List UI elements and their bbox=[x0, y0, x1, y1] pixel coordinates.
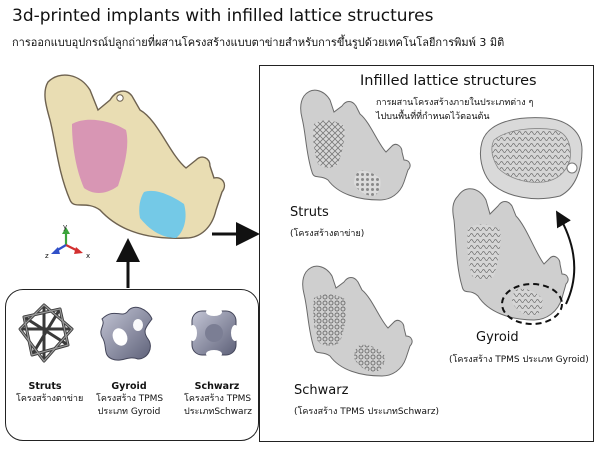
foramen bbox=[116, 94, 124, 102]
unit-cell-gyroid-name: Gyroid bbox=[111, 381, 147, 392]
gyroid-highlight bbox=[501, 283, 563, 325]
unit-cell-schwarz-desc-1: โครงสร้าง TPMS bbox=[184, 394, 252, 404]
unit-cell-schwarz-icon bbox=[189, 308, 239, 358]
mandible-bone bbox=[44, 74, 226, 239]
unit-cell-schwarz-name: Schwarz bbox=[194, 381, 240, 392]
design-region-blue bbox=[139, 190, 186, 238]
mandible-design-figure bbox=[44, 74, 226, 254]
unit-cell-struts-name: Struts bbox=[28, 381, 62, 392]
unit-cell-struts-desc: โครงสร้างตาข่าย bbox=[16, 394, 84, 404]
unit-cell-struts-icon bbox=[18, 303, 74, 363]
infill-panel-title: Infilled lattice structures bbox=[360, 73, 537, 89]
unit-cell-gyroid-desc-2: ประเภท Gyroid bbox=[97, 407, 161, 417]
axis-triad bbox=[51, 227, 83, 254]
unit-cell-schwarz-desc-2: ประเภทSchwarz bbox=[184, 407, 252, 417]
unit-cell-gyroid-label: Gyroid โครงสร้าง TPMS ประเภท Gyroid bbox=[96, 380, 164, 419]
variant-schwarz-desc: (โครงสร้าง TPMS ประเภทSchwarz) bbox=[294, 407, 439, 417]
mandible-gyroid bbox=[452, 188, 569, 325]
infill-panel-subtitle-1: การผสานโครงสร้างภายในประเภทต่าง ๆ bbox=[376, 98, 534, 108]
gyroid-zoom-detail bbox=[479, 117, 583, 200]
axis-x-label: x bbox=[86, 252, 91, 260]
axis-z-label: z bbox=[45, 252, 49, 260]
unit-cell-gyroid-icon bbox=[100, 306, 153, 361]
unit-cell-gyroid-desc-1: โครงสร้าง TPMS bbox=[96, 394, 164, 404]
variant-struts-desc: (โครงสร้างตาข่าย) bbox=[290, 229, 365, 239]
mandible-schwarz bbox=[302, 265, 413, 377]
mandible-struts bbox=[300, 89, 411, 201]
page-subtitle: การออกแบบอุปกรณ์ปลูกถ่ายที่ผสานโครงสร้าง… bbox=[12, 36, 505, 49]
variant-gyroid-name: Gyroid bbox=[476, 330, 519, 345]
variant-gyroid-desc: (โครงสร้าง TPMS ประเภท Gyroid) bbox=[449, 355, 589, 365]
page-title: 3d-printed implants with infilled lattic… bbox=[12, 6, 434, 26]
axis-y-label: y bbox=[63, 223, 68, 231]
design-region-pink bbox=[72, 119, 128, 193]
variant-schwarz-name: Schwarz bbox=[294, 383, 349, 398]
unit-cell-struts-label: Struts โครงสร้างตาข่าย bbox=[16, 380, 84, 406]
unit-cell-schwarz-label: Schwarz โครงสร้าง TPMS ประเภทSchwarz bbox=[184, 380, 252, 419]
infill-panel-subtitle-2: ไปบนพื้นที่ที่กำหนดไว้ตอนต้น bbox=[376, 112, 490, 122]
variant-struts-name: Struts bbox=[290, 205, 329, 220]
